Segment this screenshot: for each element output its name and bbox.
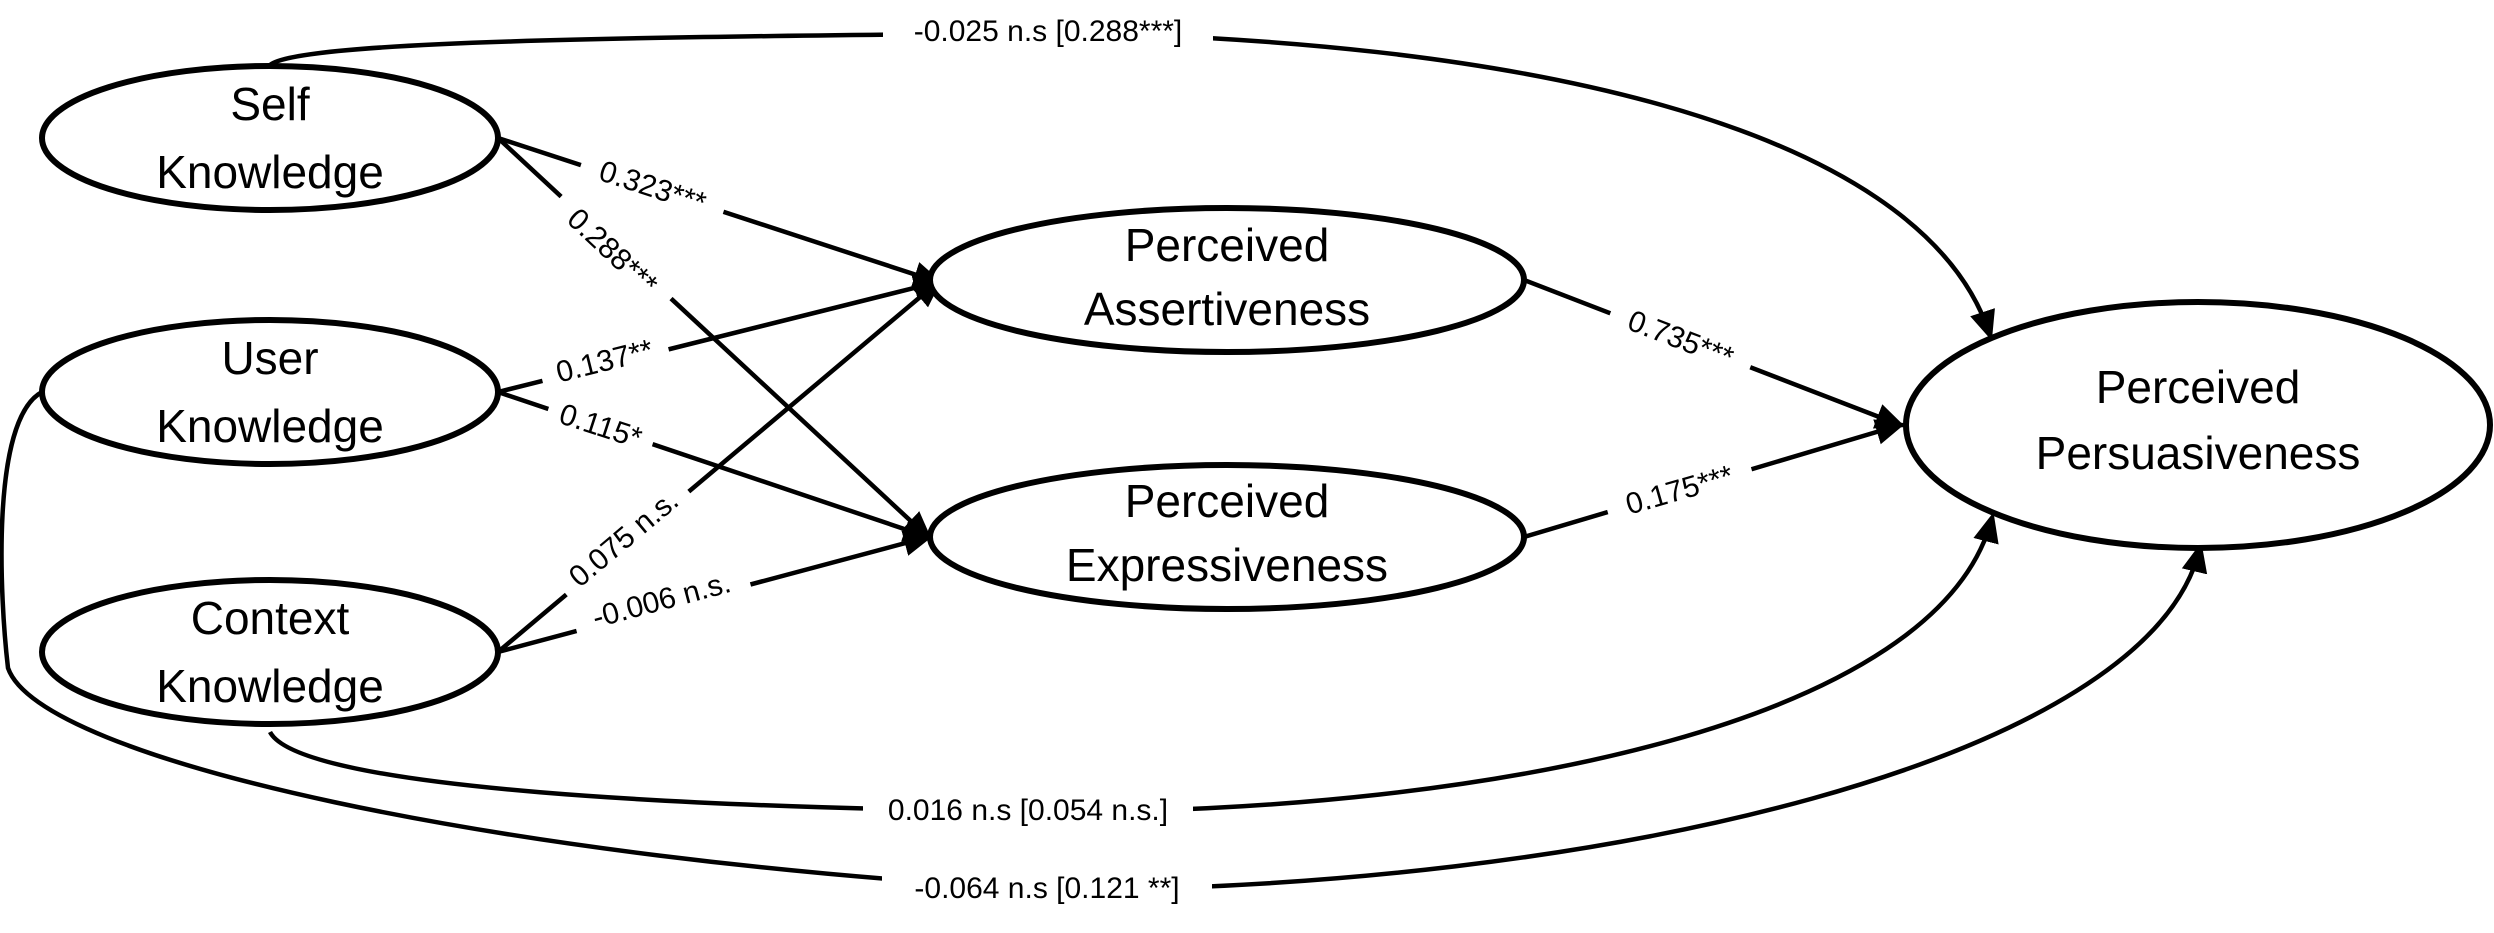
edge-label-self-assertiveness: 0.323*** [595, 155, 710, 221]
node-context-knowledge-line2: Knowledge [156, 660, 384, 712]
node-self-knowledge-line1: Self [230, 78, 309, 130]
edge-user-to-persuasiveness [0, 390, 2208, 893]
node-perceived-expressiveness-line2: Expressiveness [1066, 539, 1388, 591]
node-perceived-expressiveness-line1: Perceived [1125, 475, 1330, 527]
edge-label-self-expressiveness: 0.288*** [561, 202, 664, 301]
node-user-knowledge-line2: Knowledge [156, 400, 384, 452]
node-context-knowledge-line1: Context [191, 592, 350, 644]
node-user-knowledge: User Knowledge [39, 317, 501, 467]
edge-label-user-persuasiveness: -0.064 n.s [0.121 **] [914, 872, 1179, 905]
node-self-knowledge: Self Knowledge [39, 63, 501, 213]
node-perceived-assertiveness: Perceived Assertiveness [927, 205, 1527, 355]
node-perceived-expressiveness: Perceived Expressiveness [927, 462, 1527, 612]
edge-label-self-persuasiveness: -0.025 n.s [0.288***] [914, 15, 1183, 48]
node-perceived-persuasiveness-line1: Perceived [2096, 361, 2301, 413]
node-perceived-persuasiveness: Perceived Persuasiveness [1903, 299, 2493, 551]
node-perceived-persuasiveness-line2: Persuasiveness [2036, 427, 2361, 479]
edge-label-context-persuasiveness: 0.016 n.s [0.054 n.s.] [888, 794, 1168, 827]
node-self-knowledge-line2: Knowledge [156, 146, 384, 198]
edge-labels: 0.323*** 0.288*** 0.137** 0.115* 0.075 n… [537, 11, 1758, 912]
edge-label-assertiveness-persuasiveness: 0.735*** [1623, 304, 1738, 374]
node-perceived-assertiveness-line1: Perceived [1125, 219, 1330, 271]
node-user-knowledge-line1: User [221, 332, 318, 384]
edge-label-context-assertiveness: 0.075 n.s. [563, 484, 685, 594]
node-perceived-assertiveness-line2: Assertiveness [1084, 283, 1370, 335]
node-context-knowledge: Context Knowledge [39, 577, 501, 727]
